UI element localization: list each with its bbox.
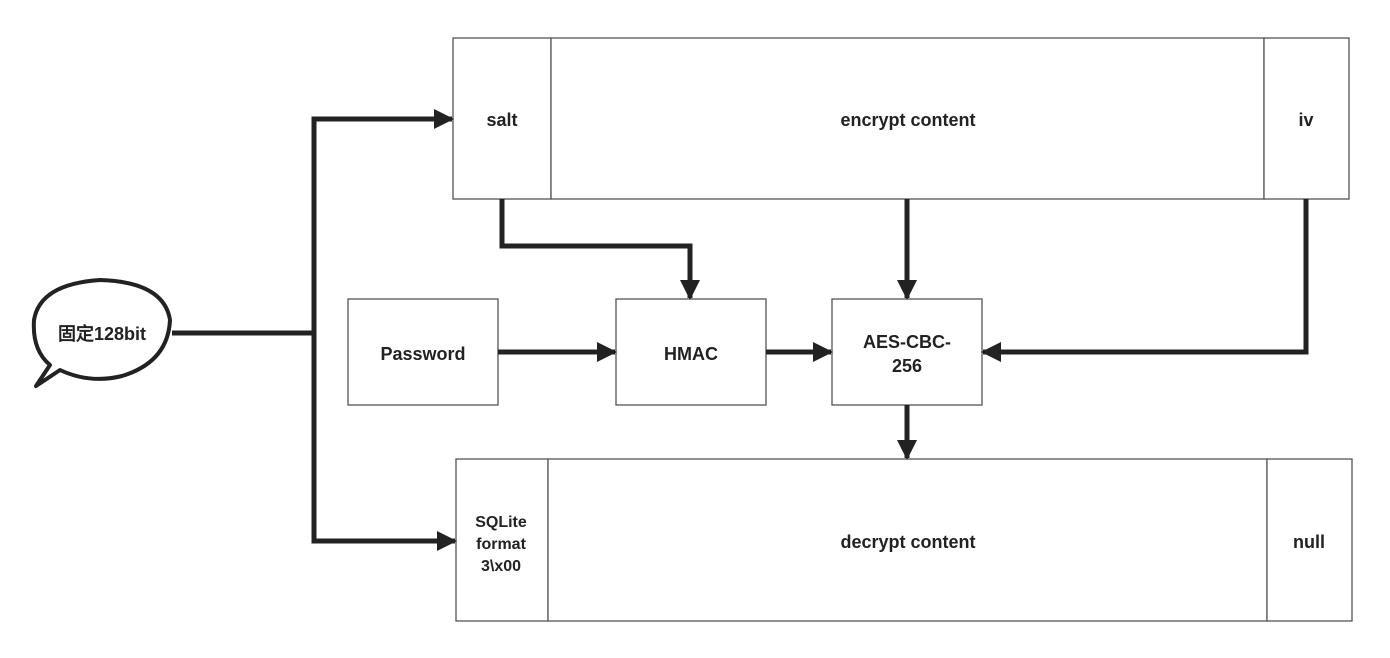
salt-to-hmac-arrow bbox=[499, 199, 700, 300]
callout-to-salt-arrow bbox=[172, 109, 454, 336]
sqlite-header-line3: 3\x00 bbox=[481, 558, 521, 575]
aes-box: AES-CBC- 256 bbox=[831, 298, 983, 406]
callout-shape bbox=[31, 278, 172, 388]
decrypted-block: SQLite format 3\x00 decrypt content null bbox=[455, 458, 1353, 622]
callout-to-sqlite-arrow bbox=[311, 333, 457, 551]
decrypt-content-cell bbox=[547, 458, 1268, 622]
callout-label: 固定128bit bbox=[58, 323, 146, 344]
iv-to-aes-arrow bbox=[981, 199, 1309, 362]
null-cell bbox=[1266, 458, 1353, 622]
encrypt-content-cell bbox=[550, 37, 1265, 200]
hmac-label: HMAC bbox=[664, 344, 718, 364]
encrypted-block: salt encrypt content iv bbox=[452, 37, 1350, 200]
sqlite-header-line2: format bbox=[476, 536, 526, 553]
salt-cell bbox=[452, 37, 552, 200]
iv-cell bbox=[1263, 37, 1350, 200]
null-label: null bbox=[1293, 532, 1325, 552]
connectors bbox=[172, 109, 1309, 551]
sqlite-header-cell bbox=[455, 458, 549, 622]
decrypt-content-label: decrypt content bbox=[840, 532, 975, 552]
sqlite-header-line1: SQLite bbox=[475, 514, 527, 531]
iv-label: iv bbox=[1298, 110, 1313, 130]
aes-label-line2: 256 bbox=[892, 356, 922, 376]
callout-bubble: 固定128bit bbox=[31, 278, 172, 388]
encrypt-content-label: encrypt content bbox=[840, 110, 975, 130]
password-label: Password bbox=[380, 344, 465, 364]
aes-label-line1: AES-CBC- bbox=[863, 332, 951, 352]
password-box: Password bbox=[347, 298, 499, 406]
hmac-box: HMAC bbox=[615, 298, 767, 406]
salt-label: salt bbox=[486, 110, 517, 130]
